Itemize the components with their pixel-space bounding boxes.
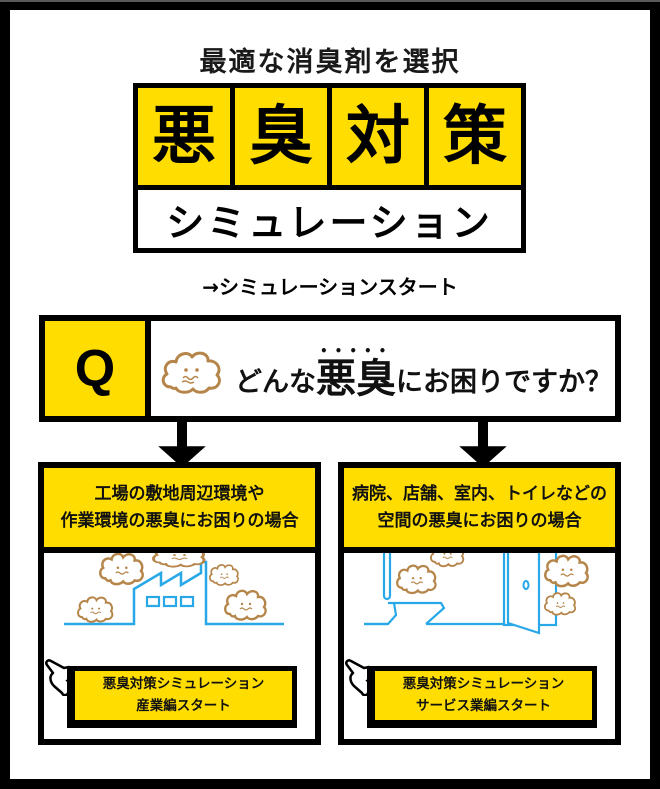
question-emphasis: ••••• 悪臭 [316,345,396,402]
title-subtitle: シミュレーション [138,190,521,248]
card-heading: 病院、店舗、室内、トイレなどの 空間の悪臭にお困りの場合 [344,468,615,553]
title-char: 臭 [235,88,327,185]
service-start-button[interactable]: 悪臭対策シミュレーション サービス業編スタート [367,666,597,728]
card-heading-line1: 病院、店舗、室内、トイレなどの [352,484,607,505]
button-line2: サービス業編スタート [416,697,551,714]
title-logo: 悪 臭 対 策 シミュレーション [133,83,526,253]
q-badge: Q [45,321,151,416]
card-heading-line1: 工場の敷地周辺環境や [94,484,265,505]
question-emphasis-text: 悪臭 [316,356,396,402]
service-card: 病院、店舗、室内、トイレなどの 空間の悪臭にお困りの場合 悪臭対策シミュレーショ… [338,462,621,745]
button-line1: 悪臭対策シミュレーション [102,675,265,692]
arrow-down-icon [152,421,212,469]
button-line2: 産業編スタート [136,697,231,714]
industrial-start-button[interactable]: 悪臭対策シミュレーション 産業編スタート [67,666,297,728]
factory-illustration [64,553,284,626]
card-heading: 工場の敷地周辺環境や 作業環境の悪臭にお困りの場合 [44,468,315,553]
frame-top-line [0,0,660,2]
title-char: 悪 [138,88,230,185]
card-heading-line2: 作業環境の悪臭にお困りの場合 [60,510,299,531]
card-heading-line2: 空間の悪臭にお困りの場合 [377,510,582,531]
emphasis-dots: ••••• [320,344,394,358]
question-prefix: どんな [235,367,316,398]
question-box: Q どんな ••••• 悪臭 にお困りですか？ [39,315,621,422]
title-char: 対 [332,88,424,185]
simulation-start-link[interactable]: →シミュレーションスタート [202,275,458,299]
button-line1: 悪臭対策シミュレーション [402,675,565,692]
question-text: どんな ••••• 悪臭 にお困りですか？ [235,345,612,402]
industrial-card: 工場の敷地周辺環境や 作業環境の悪臭にお困りの場合 悪臭対策シミュレーション 産… [38,462,321,745]
tagline: 最適な消臭剤を選択 [199,47,461,78]
smell-cloud-icon [161,351,221,394]
question-suffix: にお困りですか？ [396,367,612,398]
toilet-door-illustration [364,553,589,635]
title-char: 策 [429,88,521,185]
arrow-down-icon [453,421,513,469]
title-char-row: 悪 臭 対 策 [138,88,521,185]
